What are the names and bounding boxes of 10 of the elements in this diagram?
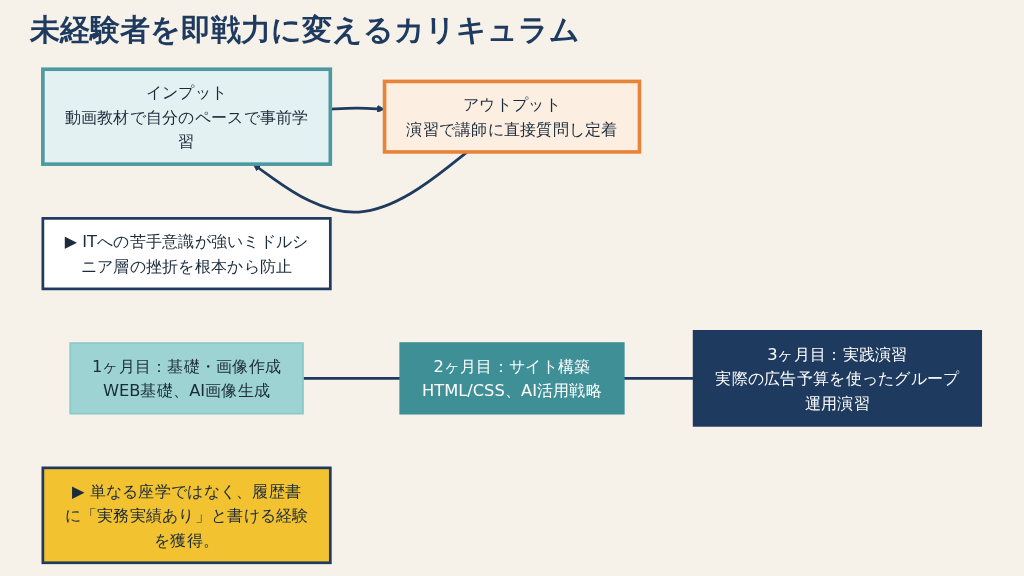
node-box: アウトプット 演習で講師に直接質問し定着 [382, 79, 642, 154]
node-box: ▶ 単なる座学ではなく、履歴書に「実務実績あり」と書ける経験を獲得。 [41, 466, 332, 565]
connector [623, 377, 694, 380]
node-box: インプット 動画教材で自分のペースで事前学習 [41, 67, 333, 166]
title: 未経験者を即戦力に変えるカリキュラム [30, 11, 580, 49]
node-box: 1ヶ月目：基礎・画像作成 WEB基礎、AI画像生成 [69, 342, 304, 415]
connector [302, 377, 401, 380]
node-box: 3ヶ月目：実践演習 実際の広告予算を使ったグループ運用演習 [692, 330, 983, 427]
node-box: 2ヶ月目：サイト構築 HTML/CSS、AI活用戦略 [399, 342, 625, 415]
node-box: ▶ ITへの苦手意識が強いミドルシニア層の挫折を根本から防止 [41, 217, 332, 291]
